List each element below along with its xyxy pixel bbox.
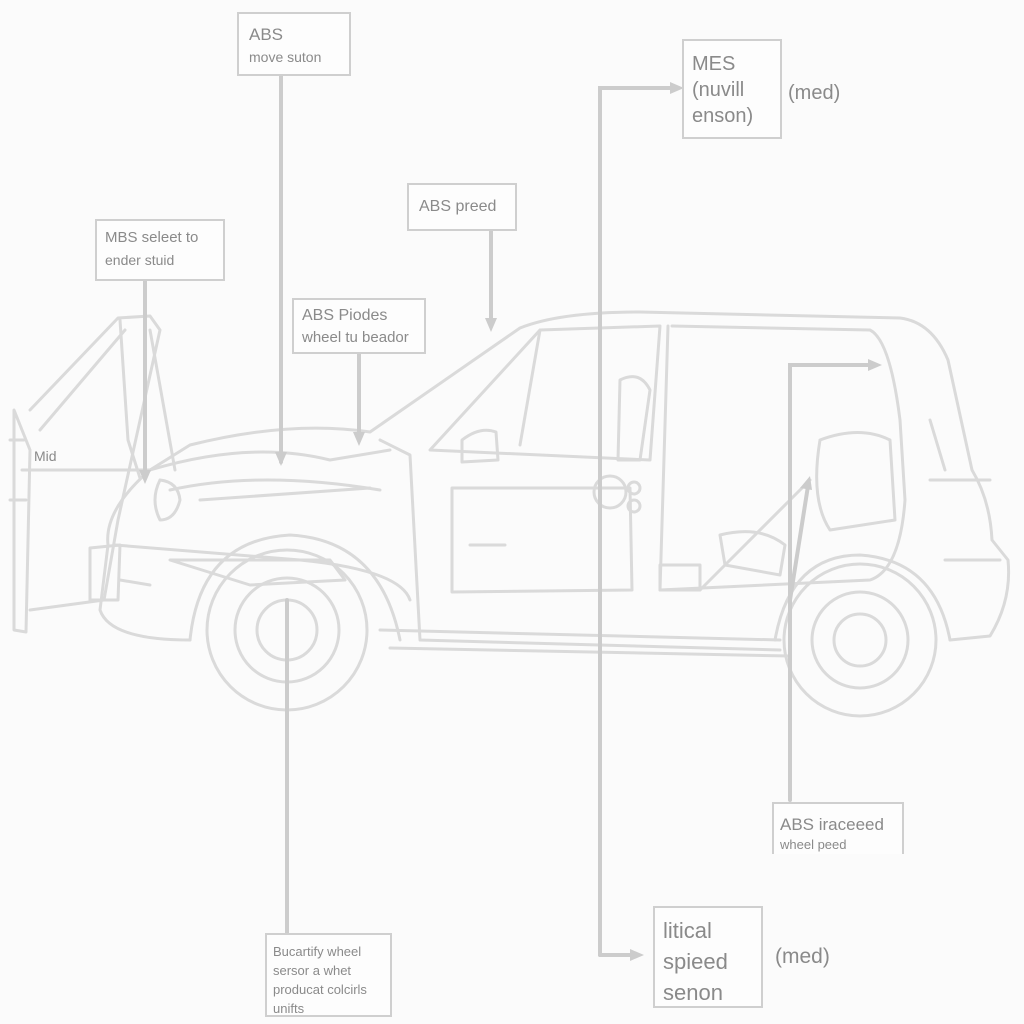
label-abs-piodes-line1: ABS Piodes bbox=[302, 307, 388, 324]
arrow-abs-iraceeed-2 bbox=[800, 476, 812, 490]
arrow-abs-iraceeed bbox=[868, 359, 882, 371]
arrow-abs-move bbox=[275, 452, 287, 466]
label-abs-preed: ABS preed bbox=[407, 183, 517, 231]
label-abs-iraceeed-line1: ABS iraceeed bbox=[780, 815, 884, 834]
label-mes-nuvill: MES (nuvill enson) bbox=[682, 39, 782, 139]
label-mbs-seleet-line1: MBS seleet to bbox=[105, 229, 199, 246]
label-litical-line3: senon bbox=[663, 979, 723, 1005]
label-bucartify-line3: producat colcirls bbox=[273, 981, 367, 997]
label-bucartify-line2: sersor a whet bbox=[273, 962, 352, 978]
label-litical-line2: spieed bbox=[663, 948, 728, 974]
arrow-mes-nuvill bbox=[670, 82, 684, 94]
label-mes-nuvill-side: (med) bbox=[788, 82, 841, 104]
label-abs-move-line2: move suton bbox=[249, 49, 322, 66]
leader-abs-iraceeed bbox=[788, 363, 878, 802]
label-bucartify-line4: unifts bbox=[273, 1000, 305, 1016]
label-bucartify-line1: Bucartify wheel bbox=[273, 944, 362, 959]
label-mes-nuvill-line1: MES bbox=[692, 53, 736, 75]
label-abs-move-suton: ABS move suton bbox=[237, 12, 351, 76]
label-litical-side: (med) bbox=[775, 945, 830, 968]
label-mbs-seleet-line2: ender stuid bbox=[105, 251, 175, 268]
label-abs-iraceeed-line2: wheel peed bbox=[780, 837, 847, 853]
leader-abs-iraceeed-2 bbox=[788, 484, 810, 602]
label-abs-move-line1: ABS bbox=[249, 25, 284, 44]
rear-wheel-drawing bbox=[773, 553, 952, 718]
arrow-abs-preed bbox=[485, 318, 497, 332]
label-litical-line1: litical bbox=[663, 918, 712, 943]
arrow-litical bbox=[630, 949, 644, 961]
arrow-mbs-seleet bbox=[139, 470, 151, 484]
label-abs-piodes: ABS Piodes wheel tu beador bbox=[292, 298, 426, 354]
leader-mes-nuvill bbox=[598, 86, 680, 957]
label-abs-piodes-line2: wheel tu beador bbox=[302, 329, 409, 346]
label-abs-iraceeed: ABS iraceeed wheel peed bbox=[772, 802, 904, 854]
label-litical: litical spieed senon bbox=[653, 906, 763, 1008]
label-bucartify: Bucartify wheel sersor a whet producat c… bbox=[265, 933, 392, 1017]
label-mbs-seleet: MBS seleet to ender stuid bbox=[95, 219, 225, 281]
label-mid: Mid bbox=[34, 448, 57, 464]
label-mes-nuvill-line2: (nuvill bbox=[692, 79, 745, 101]
arrow-abs-piodes bbox=[353, 432, 365, 446]
label-abs-preed-line1: ABS preed bbox=[419, 198, 497, 215]
label-mes-nuvill-line3: enson) bbox=[692, 105, 754, 127]
